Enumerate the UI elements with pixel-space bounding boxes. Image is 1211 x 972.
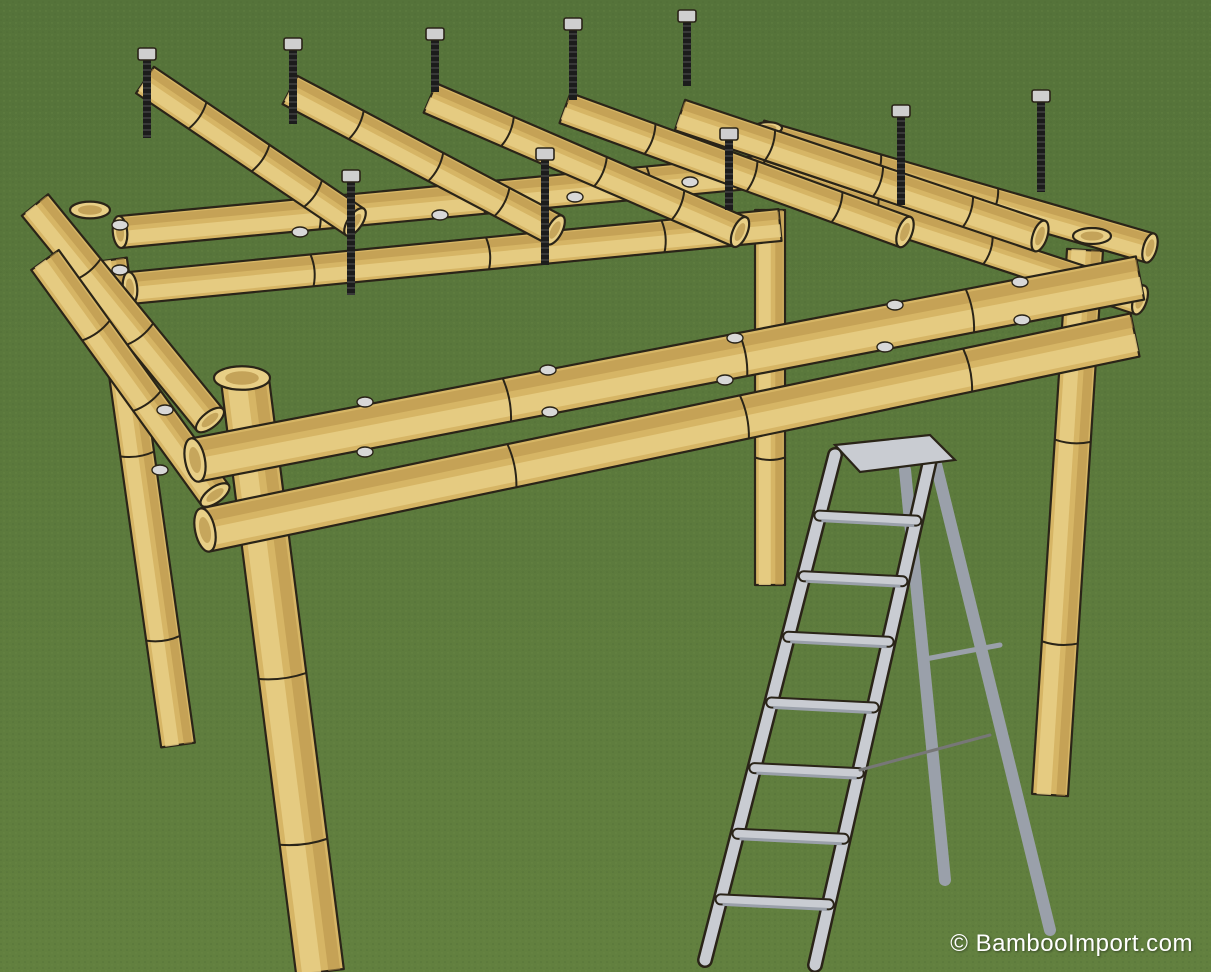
hex-nut (727, 333, 743, 343)
hex-nut (877, 342, 893, 352)
copyright-watermark: © BambooImport.com (950, 930, 1193, 958)
hex-nut (717, 375, 733, 385)
hex-nut (1014, 315, 1030, 325)
hex-nut (357, 447, 373, 457)
hex-nut (157, 405, 173, 415)
hex-nut (542, 407, 558, 417)
hex-nut (112, 265, 128, 275)
hex-nut (112, 220, 128, 230)
hex-nut (292, 227, 308, 237)
hex-nut (152, 465, 168, 475)
hex-nut (432, 210, 448, 220)
hex-nut (682, 177, 698, 187)
hex-nut (1012, 277, 1028, 287)
post-cap-front-left (70, 202, 110, 219)
hex-nut (887, 300, 903, 310)
hex-nut (540, 365, 556, 375)
hex-nut (357, 397, 373, 407)
hex-nut (567, 192, 583, 202)
post-cap-front-center (214, 366, 270, 390)
post-cap-front-right (1073, 228, 1111, 244)
